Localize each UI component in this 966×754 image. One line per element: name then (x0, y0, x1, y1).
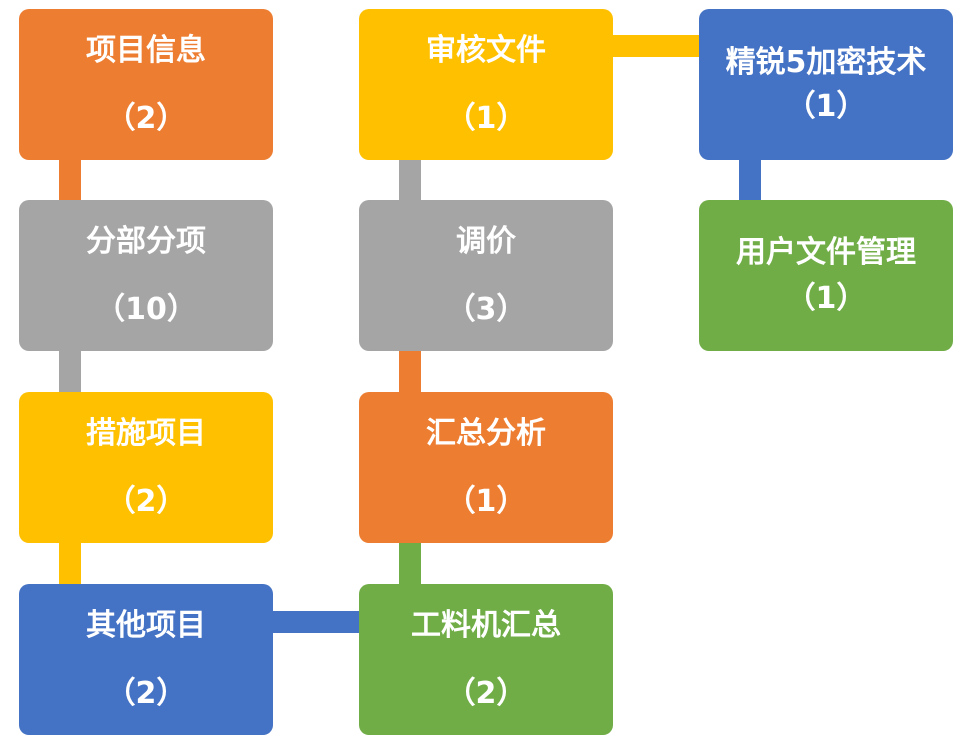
node-title: 措施项目 (86, 415, 206, 451)
node-review-files: 审核文件 （1） (359, 9, 613, 160)
node-count: （10） (95, 291, 197, 327)
node-title: 精锐5加密技术 （1） (711, 41, 941, 129)
node-title: 用户文件管理 (736, 234, 916, 270)
node-count: （1） (445, 100, 527, 136)
node-project-info: 项目信息 （2） (19, 9, 273, 160)
node-user-file-management: 用户文件管理 （1） (699, 200, 953, 351)
node-count: （2） (105, 483, 187, 519)
node-encryption-tech: 精锐5加密技术 （1） (699, 9, 953, 160)
node-title: 分部分项 (86, 223, 206, 259)
node-labor-material-summary: 工料机汇总 （2） (359, 584, 613, 735)
node-count: （2） (105, 100, 187, 136)
node-count: （3） (445, 291, 527, 327)
node-measure-items: 措施项目 （2） (19, 392, 273, 543)
connector-price-adjust-to-review (399, 160, 421, 200)
node-title: 审核文件 (426, 32, 546, 68)
connector-sub-items-to-measure-items (59, 351, 81, 392)
connector-review-to-encryption (613, 35, 699, 57)
node-count: （2） (105, 675, 187, 711)
node-title-text: 精锐5加密技术 (725, 44, 927, 80)
node-summary-analysis: 汇总分析 （1） (359, 392, 613, 543)
node-title: 其他项目 (86, 607, 206, 643)
node-count: （1） (445, 483, 527, 519)
node-title: 工料机汇总 (411, 607, 561, 643)
node-count: （1） (785, 280, 867, 316)
node-other-items: 其他项目 （2） (19, 584, 273, 735)
node-count: （1） (785, 88, 867, 124)
connector-encryption-to-user-files (739, 160, 761, 200)
node-title: 汇总分析 (426, 415, 546, 451)
node-price-adjust: 调价 （3） (359, 200, 613, 351)
node-count: （2） (445, 675, 527, 711)
connector-measure-items-to-other-items (59, 543, 81, 584)
connector-other-items-to-labor-material (273, 611, 359, 633)
connector-summary-to-price-adjust (399, 351, 421, 392)
node-sub-items: 分部分项 （10） (19, 200, 273, 351)
connector-project-info-to-sub-items (59, 160, 81, 200)
node-title: 项目信息 (86, 32, 206, 68)
node-title: 调价 (456, 223, 516, 259)
connector-labor-material-to-summary (399, 543, 421, 584)
